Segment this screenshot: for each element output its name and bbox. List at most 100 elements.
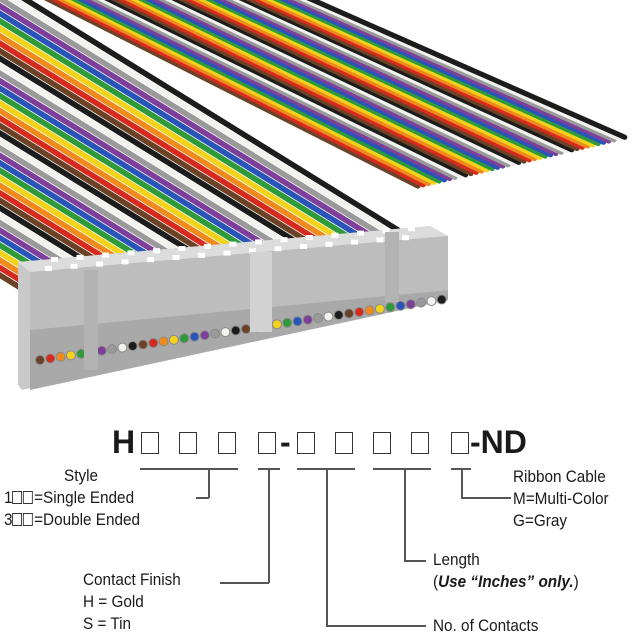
wire-end: [65, 350, 76, 361]
wire: [50, 0, 426, 188]
wire-end: [333, 310, 344, 321]
wire: [0, 77, 311, 275]
wire: [0, 227, 105, 297]
wire: [0, 17, 394, 266]
wire: [0, 182, 167, 290]
length-title: Length: [433, 550, 480, 569]
wire-end: [395, 300, 406, 311]
contact-hole: [331, 232, 339, 238]
wire: [144, 0, 501, 170]
contact-hole: [121, 259, 129, 265]
wire: [0, 62, 332, 273]
contact-hole: [223, 250, 231, 256]
wire-end: [302, 314, 313, 325]
wire: [84, 0, 453, 182]
contact-hole: [382, 228, 390, 234]
wire: [0, 55, 342, 271]
wire: [232, 0, 570, 154]
wire: [0, 137, 229, 284]
style-box-2: [179, 432, 197, 454]
contact-hole: [255, 239, 262, 245]
length-note: (Use “Inches” only.): [433, 572, 579, 591]
wire: [21, 0, 445, 260]
wire: [211, 0, 554, 158]
wire: [43, 0, 421, 189]
part-suffix: -ND: [470, 424, 527, 460]
ribbon-box: [451, 432, 469, 454]
wire: [77, 0, 448, 183]
wire: [0, 92, 291, 277]
contact-hole: [408, 226, 415, 232]
contact-hole: [102, 252, 109, 258]
wire: [0, 32, 373, 268]
wire: [131, 0, 490, 173]
wire-end: [385, 302, 396, 313]
wire: [0, 144, 218, 285]
contact-finish-title: Contact Finish: [83, 570, 181, 589]
wire-end: [405, 299, 416, 310]
wire: [151, 0, 506, 169]
contact-hole: [76, 254, 84, 260]
wire: [306, 0, 628, 140]
wire-end: [127, 341, 138, 352]
wire: [225, 0, 564, 155]
wire: [0, 242, 84, 299]
part-prefix: H: [112, 424, 136, 460]
contact-hole: [357, 230, 364, 236]
wire: [9, 0, 435, 262]
wire: [0, 204, 136, 293]
wire: [171, 0, 522, 165]
finish-box: [258, 432, 276, 454]
wire: [137, 0, 495, 172]
contact-hole: [178, 246, 186, 251]
wire: [191, 0, 538, 162]
wire: [0, 25, 383, 267]
wire-end: [179, 333, 190, 344]
wire: [0, 197, 146, 292]
wire: [0, 70, 321, 274]
ribbon-cable-image: [0, 0, 628, 390]
contact-hole: [325, 241, 333, 247]
wire-end: [364, 305, 375, 316]
wire: [90, 0, 458, 180]
wire-end: [323, 311, 334, 322]
contact-hole: [300, 244, 307, 249]
wire: [0, 174, 177, 289]
wire: [70, 0, 442, 184]
wire: [0, 152, 208, 286]
wire: [252, 0, 585, 150]
wire-end: [436, 294, 447, 305]
wire: [97, 0, 463, 179]
wire: [0, 0, 424, 263]
wire-end: [230, 325, 241, 336]
wire: [0, 234, 95, 298]
contact-hole: [198, 252, 205, 258]
length-box-2: [411, 432, 429, 454]
wire-end: [271, 319, 282, 330]
wire: [0, 129, 239, 282]
contacts-box-2: [335, 432, 353, 454]
wire-end: [45, 353, 56, 364]
style-box-1: [141, 432, 159, 454]
wire-end: [138, 339, 148, 350]
wire: [279, 0, 607, 145]
wire: [110, 0, 474, 177]
wire-end: [220, 327, 231, 338]
wire: [0, 99, 280, 278]
wire: [0, 10, 404, 265]
wire-end: [168, 334, 179, 345]
wire-end: [374, 303, 385, 314]
wire: [164, 0, 517, 167]
ribbon-cable-left: [0, 0, 445, 303]
wire: [0, 114, 260, 280]
wire-end: [354, 306, 365, 317]
contact-hole: [249, 248, 256, 254]
contact-hole: [147, 257, 154, 263]
contact-hole: [204, 243, 211, 249]
contact-hole: [280, 237, 288, 243]
wire: [0, 189, 157, 291]
contact-hole: [306, 235, 313, 240]
wire-end: [96, 345, 107, 356]
contact-hole: [51, 257, 58, 262]
style-box-3: [218, 432, 236, 454]
